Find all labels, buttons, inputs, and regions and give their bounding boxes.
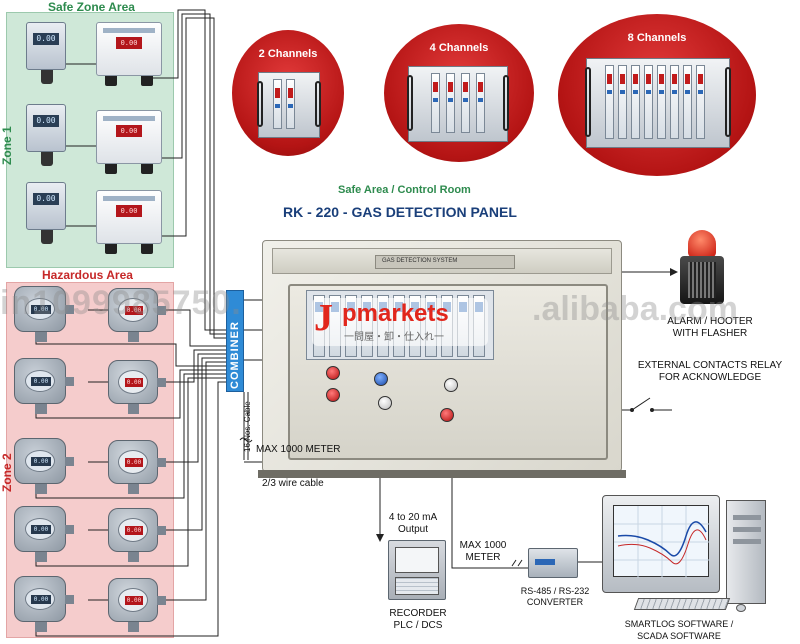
controller-display: 0.00: [125, 526, 143, 535]
zone1-label: Zone 1: [0, 126, 14, 165]
safe-gas-controller: 0.00: [96, 22, 162, 86]
explosion-proof-sensor: 0.00: [14, 358, 74, 414]
panel-base: [258, 470, 626, 478]
relay-node-2: [650, 408, 654, 412]
panel-title: RK - 220 - GAS DETECTION PANEL: [283, 204, 517, 220]
rs485-converter: [528, 548, 578, 578]
explosion-proof-controller: 0.00: [108, 578, 166, 632]
explosion-proof-sensor: 0.00: [14, 506, 74, 562]
bubble-4-channels: 4 Channels: [384, 24, 534, 162]
controller-display: 0.00: [125, 458, 143, 467]
bubble-label: 4 Channels: [429, 42, 489, 54]
rack-4-channel: [407, 66, 509, 142]
combiner-box: COMBINER: [226, 290, 244, 392]
combiner-label: COMBINER: [229, 321, 241, 389]
wire-haz-1: [164, 309, 226, 347]
sensor-display: 0.00: [33, 33, 59, 45]
sensor-display: 0.00: [33, 193, 59, 205]
computer-tower: [726, 500, 766, 604]
safe-gas-controller: 0.00: [96, 190, 162, 254]
wire-haz-3: [164, 353, 226, 463]
rack-8-channel: [585, 58, 731, 148]
explosion-proof-controller: 0.00: [108, 288, 166, 342]
panel-red-button: [326, 388, 340, 402]
panel-white-button: [444, 378, 458, 392]
wire-safe-2: [150, 13, 226, 335]
output-label: 4 to 20 mA Output: [388, 512, 438, 535]
arrow-to-hooter: [670, 268, 678, 276]
explosion-proof-controller: 0.00: [108, 360, 166, 414]
hazardous-zone-title: Hazardous Area: [42, 268, 133, 282]
hooter-grill: [688, 262, 716, 298]
computer-monitor: [602, 495, 720, 593]
panel-red-button: [326, 366, 340, 380]
wire-haz-4: [164, 357, 226, 531]
bubble-label: 2 Channels: [258, 48, 318, 60]
safe-gas-sensor: 0.00: [26, 182, 66, 244]
alarm-label: ALARM / HOOTER WITH FLASHER: [667, 316, 753, 339]
relay-node-1: [630, 408, 634, 412]
converter-label: RS-485 / RS-232 CONVERTER: [520, 586, 590, 607]
logo-word: pmarkets: [342, 300, 449, 327]
panel-header-text: GAS DETECTION SYSTEM: [382, 258, 458, 264]
controller-display: 0.00: [116, 125, 142, 137]
logo-letter: J: [314, 297, 333, 339]
cable-break-mark: [239, 437, 253, 443]
explosion-proof-sensor: 0.00: [14, 576, 74, 632]
software-label: SMARTLOG SOFTWARE / SCADA SOFTWARE: [624, 619, 734, 641]
panel-white-button: [378, 396, 392, 410]
wire-cable-label: 2/3 wire cable: [262, 478, 324, 489]
controller-display: 0.00: [125, 596, 143, 605]
panel-blue-button: [374, 372, 388, 386]
explosion-proof-sensor: 0.00: [14, 438, 74, 494]
controller-display: 0.00: [116, 37, 142, 49]
explosion-proof-sensor: 0.00: [14, 286, 74, 342]
watermark-number: in1099985750.: [0, 284, 242, 322]
cable-count-label: 16 Nos. Cable: [243, 401, 252, 452]
safe-gas-sensor: 0.00: [26, 22, 66, 84]
wire-haz-5: [164, 361, 226, 601]
sensor-display: 0.00: [31, 377, 51, 386]
flasher-lamp-icon: [688, 230, 716, 258]
sensor-display: 0.00: [31, 595, 51, 604]
panel-header-plate: GAS DETECTION SYSTEM: [375, 255, 515, 269]
bubble-2-channels: 2 Channels: [232, 30, 344, 156]
bubble-label: 8 Channels: [627, 32, 687, 44]
wire-to-converter: [451, 470, 528, 569]
sensor-display: 0.00: [33, 115, 59, 127]
wire-safe-3: [150, 17, 226, 339]
panel-red-button: [440, 408, 454, 422]
controller-display: 0.00: [116, 205, 142, 217]
mouse-icon: [736, 604, 746, 612]
zone2-label: Zone 2: [0, 453, 14, 492]
max-distance-label: MAX 1000 METER: [256, 444, 341, 455]
logo-tagline: 一問屋・卸・仕入れ一: [344, 332, 444, 343]
keyboard-icon: [633, 598, 731, 610]
safe-gas-sensor: 0.00: [26, 104, 66, 166]
sensor-display: 0.00: [31, 457, 51, 466]
arrow-to-recorder: [376, 534, 384, 542]
safe-zone-title: Safe Zone Area: [48, 0, 135, 14]
controller-display: 0.00: [125, 306, 143, 315]
explosion-proof-controller: 0.00: [108, 440, 166, 494]
bubble-8-channels: 8 Channels: [558, 14, 756, 176]
max-distance-label-2: MAX 1000 METER: [459, 540, 507, 563]
trend-graph-icon: [614, 506, 710, 578]
relay-label: EXTERNAL CONTACTS RELAY FOR ACKNOWLEDGE: [637, 360, 783, 383]
line-break-mark: [511, 559, 523, 567]
wire-safe-1: [150, 9, 226, 331]
location-label: Safe Area / Control Room: [338, 184, 471, 196]
rack-2-channel: [257, 72, 321, 138]
sensor-display: 0.00: [31, 525, 51, 534]
recorder-label: RECORDER PLC / DCS: [389, 608, 447, 631]
controller-display: 0.00: [125, 378, 143, 387]
explosion-proof-controller: 0.00: [108, 508, 166, 562]
sensor-display: 0.00: [31, 305, 51, 314]
chart-recorder: [388, 540, 446, 600]
safe-gas-controller: 0.00: [96, 110, 162, 174]
jpmarkets-logo: J pmarkets 一問屋・卸・仕入れ一: [312, 297, 488, 346]
watermark-domain: .alibaba.com: [532, 290, 738, 328]
